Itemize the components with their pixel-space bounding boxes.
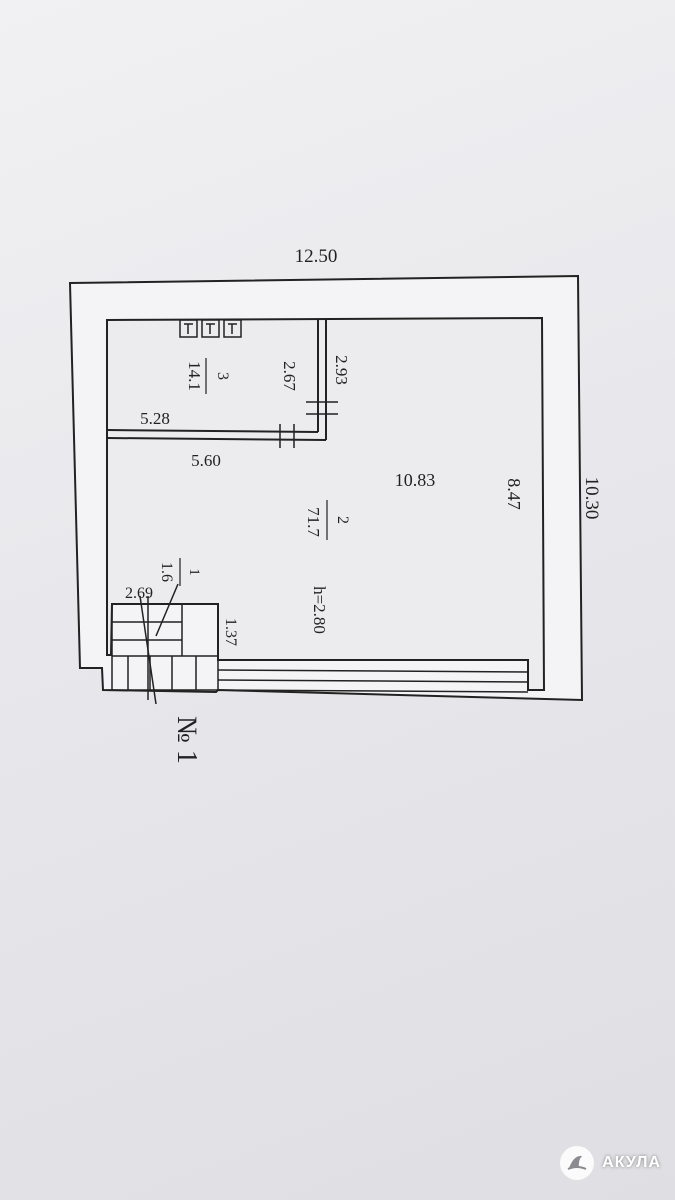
dim-room1-width: 2.69 (125, 585, 153, 602)
room3-area: 14.1 (185, 361, 204, 391)
room1-number: 1 (186, 568, 202, 576)
watermark-text: АКУЛА (602, 1154, 661, 1171)
dim-interior-width: 8.47 (504, 478, 524, 510)
shark-fin-icon (560, 1146, 595, 1180)
dim-room3-width: 5.28 (140, 409, 170, 428)
watermark: АКУЛА (560, 1146, 661, 1180)
dim-overall-width: 12.50 (295, 246, 338, 267)
room3-number: 3 (214, 372, 231, 380)
partition-h-2 (106, 437, 327, 441)
dim-overall-length: 10.30 (581, 477, 602, 520)
radiator-icon (179, 319, 242, 338)
sheet-label: № 1 (171, 716, 202, 764)
room1-area: 1.6 (158, 562, 175, 582)
dim-interior-length: 10.83 (395, 470, 436, 490)
room2-height: h=2.80 (310, 586, 329, 634)
partition-h-1 (106, 429, 319, 433)
staircase-icon (111, 583, 219, 705)
room2-number: 2 (334, 516, 351, 524)
window-band (217, 659, 529, 693)
dim-wall-segment-a: 2.93 (332, 355, 351, 385)
dim-room1-depth: 1.37 (222, 618, 239, 646)
room2-area: 71.7 (304, 507, 323, 537)
dim-room3-depth: 2.67 (280, 361, 299, 391)
dim-wall-segment-b: 5.60 (191, 451, 221, 470)
